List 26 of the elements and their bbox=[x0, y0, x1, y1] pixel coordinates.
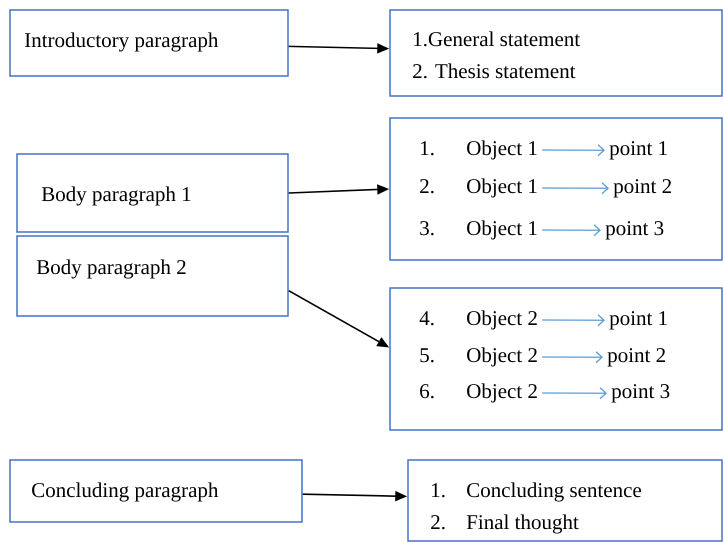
paragraph-box: Body paragraph 2 bbox=[16, 235, 289, 317]
paragraph-box: Body paragraph 1 bbox=[16, 153, 289, 233]
point-text: point 1 bbox=[610, 141, 667, 160]
list-box: 1.General statement 2. Thesis statement bbox=[389, 9, 723, 97]
arrow bbox=[542, 314, 605, 326]
list-item-text: 4. Object 2 bbox=[420, 310, 537, 330]
arrow bbox=[542, 182, 609, 194]
point-text: point 3 bbox=[606, 221, 664, 240]
paragraph-box: Concluding paragraph bbox=[9, 459, 303, 523]
list-box bbox=[389, 117, 723, 261]
list-item-text: 5. Object 2 bbox=[420, 347, 537, 366]
list-item-text: 2. Object 1 bbox=[420, 178, 537, 198]
arrow bbox=[542, 351, 603, 364]
arrow bbox=[542, 224, 601, 236]
list-item-text: 1. Object 1 bbox=[421, 140, 537, 160]
point-text: point 2 bbox=[614, 179, 671, 198]
point-text: point 1 bbox=[610, 311, 667, 330]
list-box: 1. Concluding sentence 2. Final thought bbox=[407, 459, 723, 542]
arrow bbox=[542, 144, 605, 156]
list-box bbox=[389, 287, 723, 431]
list-item-text: 6. Object 2 bbox=[420, 383, 537, 402]
point-text: point 3 bbox=[612, 384, 670, 402]
point-text: point 2 bbox=[608, 348, 665, 366]
list-item-text: 3. Object 1 bbox=[420, 220, 537, 240]
arrow bbox=[542, 387, 607, 400]
paragraph-box: Introductory paragraph bbox=[9, 9, 289, 77]
